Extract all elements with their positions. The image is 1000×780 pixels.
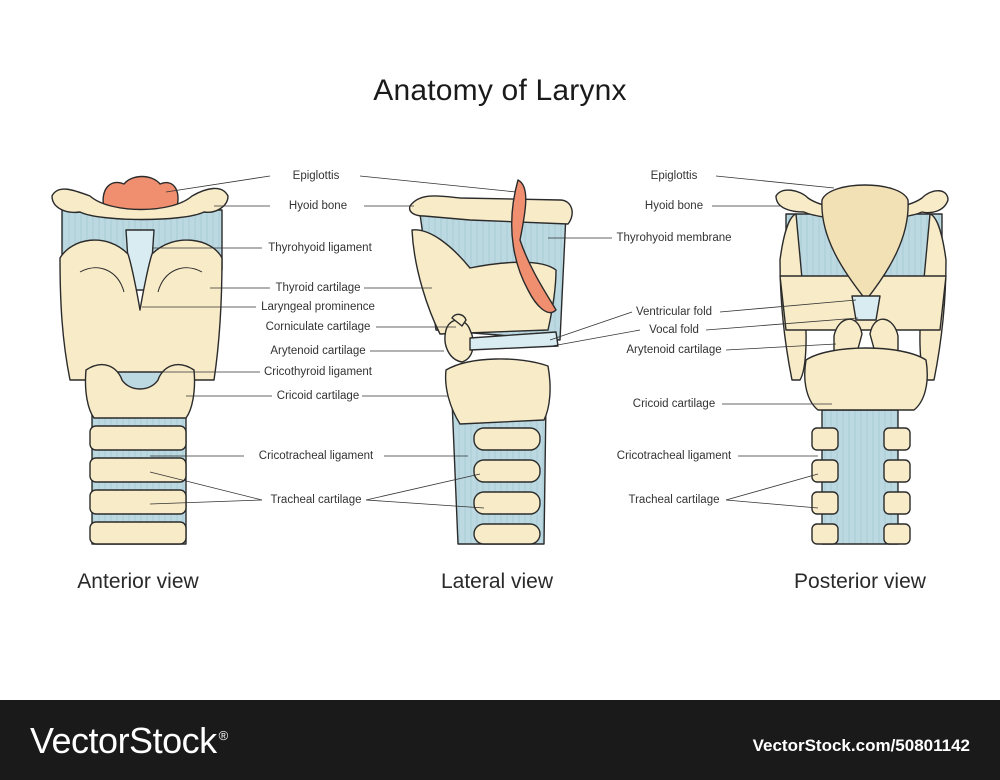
label-vocal-fold-lateral: Vocal fold [649, 324, 699, 336]
anterior-tracheal-ring-4 [89, 521, 187, 545]
posterior-epiglottis [821, 184, 909, 301]
lateral-hyoid-bone [408, 195, 573, 225]
label-thyrohyoid-ligament: Thyrohyoid ligament [268, 242, 372, 254]
lateral-tracheal-ring-1 [473, 427, 541, 451]
anterior-tracheal-ring-2 [89, 457, 187, 483]
anterior-cricoid-cartilage [84, 364, 196, 419]
anterior-thyroid-cartilage [59, 239, 223, 381]
larynx-illustrations [51, 175, 949, 545]
label-thyroid-cartilage: Thyroid cartilage [275, 282, 361, 294]
posterior-tracheal-left-4 [811, 523, 839, 545]
lateral-tracheal-ring-2 [473, 459, 541, 483]
anterior-hyoid-bone [51, 187, 229, 221]
label-cricotracheal-ligament-posterior: Cricotracheal ligament [616, 450, 732, 462]
caption-anterior-view: Anterior view [77, 570, 199, 593]
anterior-thyroid-laminae [79, 267, 203, 293]
posterior-tracheal-left-1 [811, 427, 839, 451]
lateral-vocal-folds [469, 331, 559, 351]
posterior-tracheal-left-3 [811, 491, 839, 515]
label-arytenoid-cartilage-center: Arytenoid cartilage [270, 345, 366, 357]
label-tracheal-cartilage-center: Tracheal cartilage [270, 494, 362, 506]
label-cricothyroid-ligament: Cricothyroid ligament [263, 366, 373, 378]
label-laryngeal-prominence: Laryngeal prominence [261, 301, 375, 313]
posterior-tracheal-right-1 [883, 427, 911, 451]
label-arytenoid-cartilage-posterior: Arytenoid cartilage [626, 344, 722, 356]
posterior-tracheal-right-4 [883, 523, 911, 545]
anterior-tracheal-ring-1 [89, 425, 187, 451]
caption-lateral-view: Lateral view [440, 570, 554, 593]
stock-id-link[interactable]: VectorStock.com/50801142 [752, 736, 970, 755]
label-hyoid-anterior: Hyoid bone [288, 200, 348, 212]
anterior-tracheal-ring-3 [89, 489, 187, 515]
label-cricotracheal-ligament-center: Cricotracheal ligament [258, 450, 374, 462]
posterior-larynx-illustration [775, 184, 949, 545]
posterior-tracheal-right-2 [883, 459, 911, 483]
lateral-larynx-illustration [408, 179, 573, 545]
lateral-tracheal-ring-3 [473, 491, 541, 515]
lateral-thyroid-cartilage [411, 229, 557, 335]
lateral-arytenoid-cartilage [444, 319, 474, 363]
label-ventricular-fold-lateral: Ventricular fold [635, 306, 713, 318]
lateral-corniculate-cartilage [451, 313, 467, 327]
posterior-tracheal-right-3 [883, 491, 911, 515]
anterior-larynx-illustration [51, 175, 229, 545]
registered-mark: ® [218, 728, 229, 743]
caption-posterior-view: Posterior view [794, 570, 926, 593]
label-epiglottis-posterior: Epiglottis [650, 170, 698, 182]
posterior-cricoid-cartilage [804, 347, 928, 411]
brand-name: VectorStock [30, 720, 217, 761]
label-hyoid-posterior: Hyoid bone [644, 200, 704, 212]
diagram-title: Anatomy of Larynx [373, 74, 627, 107]
label-cricoid-cartilage-posterior: Cricoid cartilage [632, 398, 716, 410]
watermark-footer: VectorStock® VectorStock.com/50801142 [0, 700, 1000, 780]
posterior-vocal-folds [851, 295, 881, 321]
label-epiglottis-anterior: Epiglottis [292, 170, 340, 182]
posterior-tracheal-left-2 [811, 459, 839, 483]
lateral-tracheal-ring-4 [473, 523, 541, 545]
leader-lines [142, 175, 859, 509]
lateral-cricoid-cartilage [444, 358, 551, 425]
vectorstock-logo: VectorStock® [30, 720, 228, 762]
label-tracheal-cartilage-posterior: Tracheal cartilage [628, 494, 720, 506]
label-corniculate-cartilage: Corniculate cartilage [265, 321, 371, 333]
label-thyrohyoid-membrane-lateral: Thyrohyoid membrane [616, 232, 732, 244]
label-cricoid-cartilage-center: Cricoid cartilage [276, 390, 360, 402]
lateral-epiglottis [511, 179, 557, 314]
